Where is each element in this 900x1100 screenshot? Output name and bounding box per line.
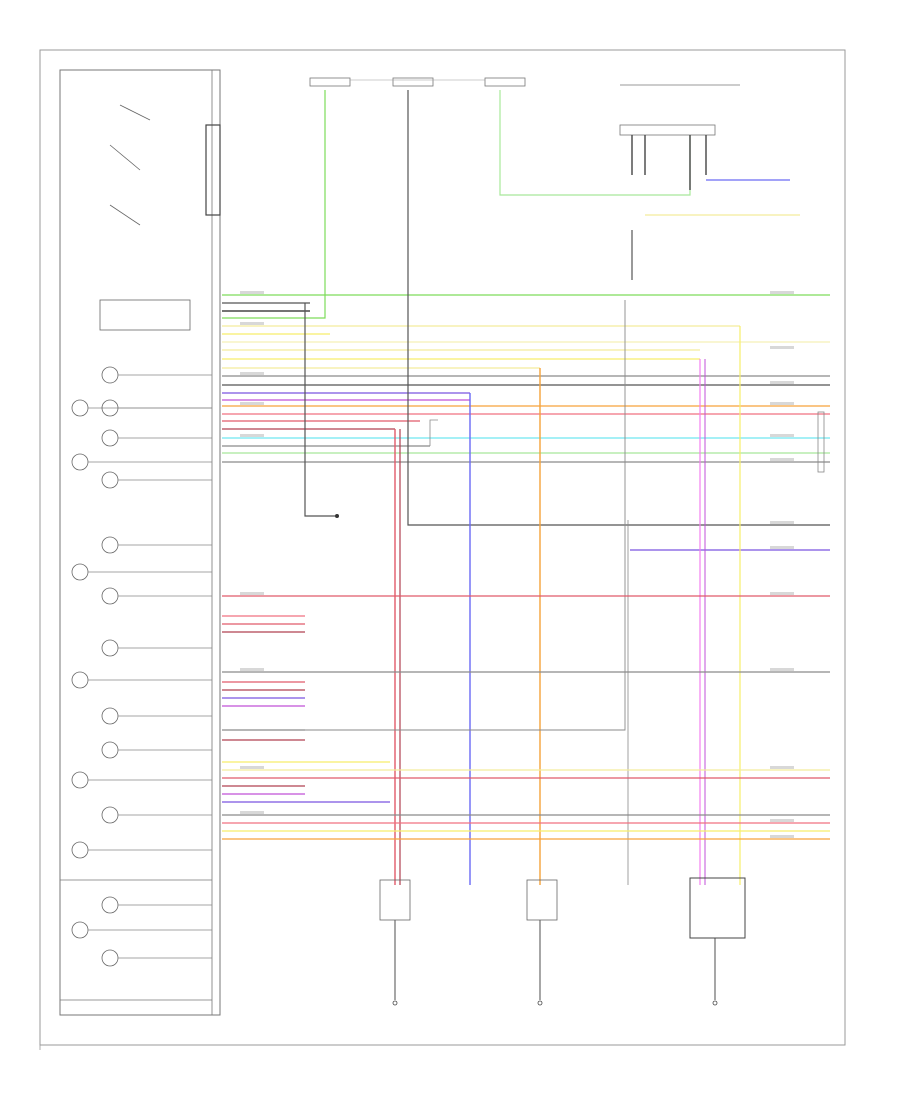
label-mark-8 — [240, 766, 264, 769]
cluster-connector-stub — [205, 124, 221, 216]
cluster-lamp-7 — [101, 536, 119, 554]
cluster-lamp-14 — [71, 771, 89, 789]
label-mark-6 — [240, 592, 264, 595]
tr-gray-long-wire — [222, 300, 626, 731]
fuse2-feed-wire — [407, 90, 830, 526]
splice-dot — [335, 514, 339, 518]
components — [309, 77, 825, 939]
fuse-block-3 — [484, 77, 526, 87]
cluster-lamp-8 — [71, 563, 89, 581]
cluster-switch-1 — [119, 104, 151, 121]
parking-brake-switch — [817, 411, 825, 473]
cluster-lamp-1 — [101, 366, 119, 384]
label-mark-4 — [240, 402, 264, 405]
fuse1-feed-wire — [222, 90, 326, 319]
switch-box-right — [689, 877, 746, 939]
cluster-outline — [59, 69, 221, 1016]
fuse-block-1 — [309, 77, 351, 87]
cluster-lamp-13 — [101, 741, 119, 759]
transmission-range-connector — [619, 124, 716, 136]
fuse3-feed-wire — [499, 90, 691, 196]
cluster-switch-3 — [109, 204, 141, 226]
cluster-lamp-12 — [101, 707, 119, 725]
wires — [222, 90, 830, 1006]
label-mark-14 — [770, 434, 794, 437]
label-mark-18 — [770, 592, 794, 595]
cluster-lamp-19 — [101, 949, 119, 967]
jog-gray-wire — [429, 419, 438, 446]
cluster-lamps — [60, 104, 212, 1001]
label-mark-21 — [770, 819, 794, 822]
cluster-lamp-17 — [101, 896, 119, 914]
cluster-lamp-9 — [101, 587, 119, 605]
ground-symbol-2 — [537, 1000, 543, 1006]
label-mark-3 — [240, 372, 264, 375]
label-mark-1 — [240, 291, 264, 294]
diagram-frame — [39, 49, 846, 1046]
ground-symbol-3 — [712, 1000, 718, 1006]
meter-gray-wire — [304, 303, 335, 517]
fuse-block-2 — [392, 77, 434, 87]
label-mark-11 — [770, 346, 794, 349]
cluster-switch-2 — [109, 144, 141, 171]
label-mark-7 — [240, 668, 264, 671]
label-mark-2 — [240, 322, 264, 325]
label-mark-12 — [770, 381, 794, 384]
cluster-lamp-18 — [71, 921, 89, 939]
label-mark-19 — [770, 668, 794, 671]
cluster-lamp-2 — [71, 399, 89, 417]
switch-box-mid — [526, 879, 558, 921]
label-mark-16 — [770, 521, 794, 524]
label-mark-17 — [770, 546, 794, 549]
cluster-lamp-10 — [101, 639, 119, 657]
label-marks — [240, 291, 794, 838]
label-mark-5 — [240, 434, 264, 437]
label-mark-15 — [770, 458, 794, 461]
cluster-lamp-16 — [71, 841, 89, 859]
cluster-lamp-6 — [101, 471, 119, 489]
label-mark-22 — [770, 835, 794, 838]
cluster-lamp-4 — [101, 429, 119, 447]
cluster-lamp-15 — [101, 806, 119, 824]
cluster-lamp-5 — [71, 453, 89, 471]
label-mark-10 — [770, 291, 794, 294]
switch-box-left — [379, 879, 411, 921]
ground-symbol-1 — [392, 1000, 398, 1006]
label-mark-9 — [240, 811, 264, 814]
cluster-lamp-11 — [71, 671, 89, 689]
label-mark-13 — [770, 402, 794, 405]
instrument-cluster-block — [59, 69, 221, 1016]
cluster-module-box — [99, 299, 191, 331]
label-mark-20 — [770, 766, 794, 769]
